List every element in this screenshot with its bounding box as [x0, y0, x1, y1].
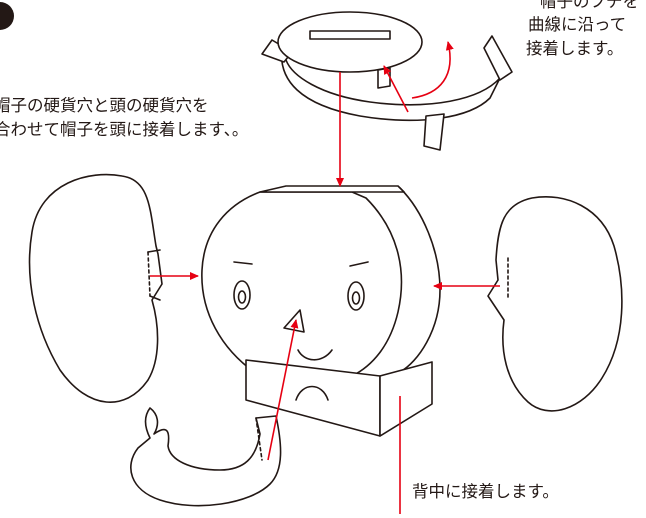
hat-coin-slot	[309, 30, 391, 40]
trunk	[130, 407, 282, 507]
head-top-flap	[259, 185, 405, 193]
hat-inner-tab	[377, 67, 391, 89]
hat-part	[261, 11, 513, 151]
chin-frown	[295, 385, 329, 401]
back-note: 背中に接着します。	[412, 482, 559, 501]
chin-side	[379, 361, 433, 437]
right-ear	[487, 196, 623, 412]
step-number-badge	[0, 2, 14, 30]
right-brow	[349, 261, 369, 267]
arrow-curved-rotate	[411, 41, 454, 99]
hat-note-line1: 帽子のフチを	[540, 0, 639, 11]
trunk-part	[130, 407, 282, 507]
hat-right-tab	[483, 35, 513, 81]
right-ear-part	[487, 196, 623, 412]
assembly-arrows	[150, 41, 500, 514]
hat-bottom-tab	[423, 113, 445, 151]
arrow-hat-tab	[383, 65, 409, 113]
left-ear	[28, 173, 163, 403]
head-part	[201, 185, 441, 437]
coin-slot-note-line2: 合わせて帽子を頭に接着します、。	[0, 120, 249, 139]
hat-brim-band	[280, 47, 501, 122]
left-ear-part	[28, 173, 163, 403]
left-brow	[233, 261, 253, 265]
head-front	[201, 191, 403, 377]
coin-slot-note-line1: 帽子の硬貨穴と頭の硬貨穴を	[0, 96, 209, 115]
hat-note-line3: 接着します。	[526, 39, 624, 58]
hat-top	[277, 11, 423, 73]
hat-note-line2: 曲線に沿って	[528, 15, 627, 34]
mouth	[297, 349, 333, 361]
arrow-trunk-to-nose	[267, 319, 299, 461]
